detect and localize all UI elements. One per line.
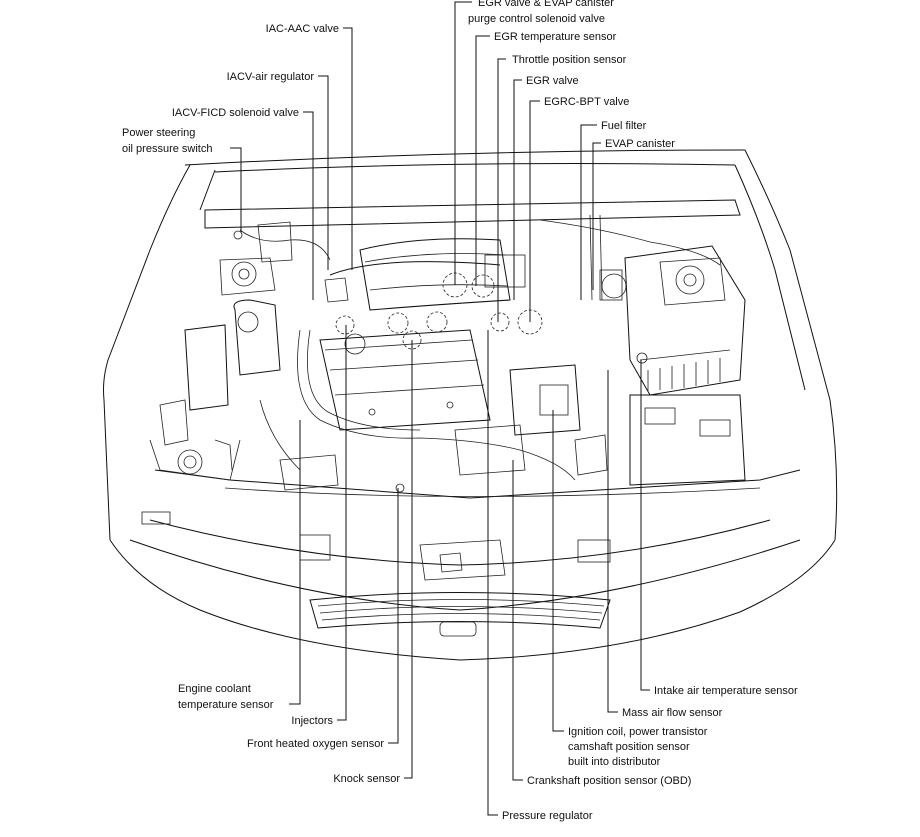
label-crankshaft-position-sensor: Crankshaft position sensor (OBD): [527, 775, 691, 787]
label-egr-evap-line1: EGR valve & EVAP canister: [478, 0, 614, 9]
label-power-steering-line2: oil pressure switch: [122, 143, 212, 155]
label-iacv-ficd-solenoid-valve: IACV-FICD solenoid valve: [172, 107, 299, 119]
bottom-labels: Engine coolant temperature sensor Inject…: [178, 683, 798, 822]
label-power-steering-line1: Power steering: [122, 127, 195, 139]
label-egr-valve: EGR valve: [526, 75, 579, 87]
label-throttle-position-sensor: Throttle position sensor: [512, 54, 627, 66]
label-pressure-regulator: Pressure regulator: [502, 810, 593, 822]
label-evap-canister: EVAP canister: [605, 138, 675, 150]
label-knock-sensor: Knock sensor: [333, 773, 400, 785]
label-coolant-temp-line1: Engine coolant: [178, 683, 251, 695]
label-ignition-coil-line3: built into distributor: [568, 756, 661, 768]
label-injectors: Injectors: [291, 715, 333, 727]
top-labels: EGR valve & EVAP canister purge control …: [122, 0, 675, 155]
label-fuel-filter: Fuel filter: [601, 120, 647, 132]
label-ignition-coil-line1: Ignition coil, power transistor: [568, 726, 708, 738]
label-coolant-temp-line2: temperature sensor: [178, 699, 274, 711]
leader-lines: [230, 1, 650, 816]
label-iacv-air-regulator: IACV-air regulator: [227, 71, 315, 83]
label-egrc-bpt-valve: EGRC-BPT valve: [544, 96, 629, 108]
label-egr-temperature-sensor: EGR temperature sensor: [494, 31, 617, 43]
label-egr-evap-line2: purge control solenoid valve: [468, 13, 605, 25]
label-iac-aac-valve: IAC-AAC valve: [266, 23, 339, 35]
label-front-heated-oxygen-sensor: Front heated oxygen sensor: [247, 738, 384, 750]
label-intake-air-temperature-sensor: Intake air temperature sensor: [654, 685, 798, 697]
label-ignition-coil-line2: camshaft position sensor: [568, 741, 690, 753]
label-mass-air-flow-sensor: Mass air flow sensor: [622, 707, 723, 719]
engine-bay-illustration: [103, 149, 838, 661]
